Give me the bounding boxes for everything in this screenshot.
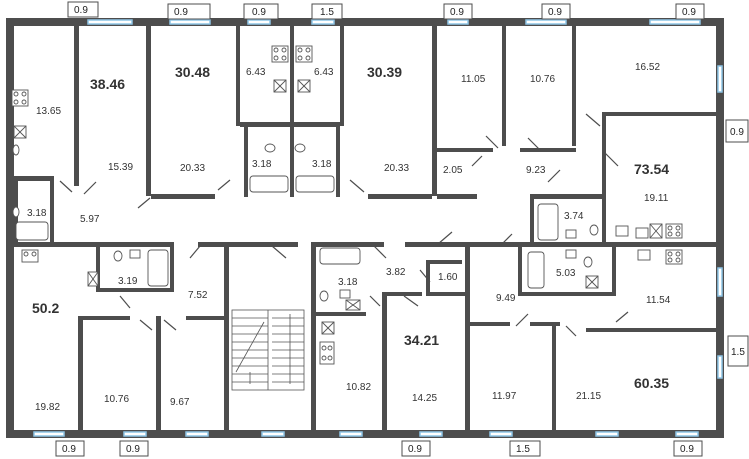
sink-icon xyxy=(565,249,577,259)
toilet-icon xyxy=(113,250,123,262)
room-area: 11.05 xyxy=(461,74,486,85)
vent-shaft-icon xyxy=(345,299,361,311)
bathtub-icon xyxy=(319,247,361,265)
room-area: 6.43 xyxy=(246,67,266,78)
room-area: 3.74 xyxy=(564,211,584,222)
vent-shaft-icon xyxy=(321,321,335,335)
window-width-label: 1.5 xyxy=(320,7,334,18)
stove-icon xyxy=(319,341,335,365)
room-area: 1.60 xyxy=(438,272,458,283)
room-area: 3.18 xyxy=(27,208,47,219)
room-area: 3.18 xyxy=(312,159,332,170)
room-area: 19.11 xyxy=(644,193,669,204)
toilet-icon xyxy=(319,290,329,302)
stove-icon xyxy=(665,223,683,239)
sink-icon xyxy=(615,225,629,237)
room-area: 3.19 xyxy=(118,276,138,287)
room-area: 9.23 xyxy=(526,165,546,176)
doors xyxy=(59,113,629,337)
bathtub-icon xyxy=(249,175,289,193)
room-area: 10.82 xyxy=(346,382,371,393)
room-area: 11.97 xyxy=(492,391,517,402)
sink-icon xyxy=(129,249,141,259)
vent-shaft-icon xyxy=(87,271,99,287)
vent-shaft-icon xyxy=(649,223,663,239)
room-area: 20.33 xyxy=(180,163,205,174)
room-area: 7.52 xyxy=(188,290,208,301)
window-width-label: 0.9 xyxy=(174,7,188,18)
sink-icon xyxy=(339,289,351,299)
exterior-walls xyxy=(6,18,724,438)
room-area: 13.65 xyxy=(36,106,61,117)
apartment-area: 38.46 xyxy=(90,76,125,92)
room-area: 9.67 xyxy=(170,397,190,408)
stove-icon xyxy=(665,249,683,265)
room-area: 19.82 xyxy=(35,402,60,413)
room-area: 3.82 xyxy=(386,267,406,278)
room-area: 3.18 xyxy=(252,159,272,170)
fixtures xyxy=(11,45,683,365)
sink-icon xyxy=(635,227,649,239)
room-area: 16.52 xyxy=(635,62,660,73)
room-area: 10.76 xyxy=(530,74,555,85)
stove-icon xyxy=(11,89,29,107)
window-width-label: 0.9 xyxy=(62,444,76,455)
window-width-label: 0.9 xyxy=(682,7,696,18)
vent-shaft-icon xyxy=(273,79,287,93)
staircase xyxy=(231,309,305,391)
room-area: 20.33 xyxy=(384,163,409,174)
apartment-area: 73.54 xyxy=(634,161,669,177)
bathtub-icon xyxy=(537,203,559,241)
windows xyxy=(33,19,723,437)
toilet-icon xyxy=(264,143,276,153)
toilet-icon xyxy=(294,143,306,153)
room-area: 5.97 xyxy=(80,214,100,225)
vent-shaft-icon xyxy=(585,275,599,289)
apartment-area: 34.21 xyxy=(404,332,439,348)
room-area: 11.54 xyxy=(646,295,671,306)
apartment-area: 50.2 xyxy=(32,300,59,316)
room-area: 3.18 xyxy=(338,277,358,288)
toilet-icon xyxy=(12,206,20,218)
toilet-icon xyxy=(589,224,599,236)
interior-walls xyxy=(14,26,716,430)
toilet-icon xyxy=(12,144,20,156)
bathtub-icon xyxy=(295,175,335,193)
window-width-label: 0.9 xyxy=(730,127,744,138)
room-area: 10.76 xyxy=(104,394,129,405)
room-area: 14.25 xyxy=(412,393,437,404)
stove-icon xyxy=(295,45,313,63)
toilet-icon xyxy=(583,256,593,268)
window-width-label: 0.9 xyxy=(680,444,694,455)
stove-icon xyxy=(271,45,289,63)
window-width-label: 0.9 xyxy=(74,5,88,16)
bathtub-icon xyxy=(527,251,545,289)
window-width-label: 0.9 xyxy=(548,7,562,18)
room-area: 2.05 xyxy=(443,165,463,176)
bathtub-icon xyxy=(147,249,169,287)
room-area: 21.15 xyxy=(576,391,601,402)
window-width-label: 0.9 xyxy=(408,444,422,455)
apartment-area: 30.39 xyxy=(367,64,402,80)
vent-shaft-icon xyxy=(13,125,27,139)
apartment-area: 30.48 xyxy=(175,64,210,80)
apartment-area: 60.35 xyxy=(634,375,669,391)
room-area: 5.03 xyxy=(556,268,576,279)
bathtub-icon xyxy=(15,221,49,241)
room-area: 9.49 xyxy=(496,293,516,304)
window-width-label: 1.5 xyxy=(516,444,530,455)
window-width-label: 0.9 xyxy=(252,7,266,18)
vent-shaft-icon xyxy=(297,79,311,93)
stove-icon xyxy=(21,249,39,263)
sink-icon xyxy=(565,229,577,239)
window-width-label: 0.9 xyxy=(450,7,464,18)
room-area: 6.43 xyxy=(314,67,334,78)
window-tags xyxy=(55,1,749,457)
sink-icon xyxy=(637,249,651,261)
room-area: 15.39 xyxy=(108,162,133,173)
window-width-label: 1.5 xyxy=(731,347,745,358)
window-width-label: 0.9 xyxy=(126,444,140,455)
